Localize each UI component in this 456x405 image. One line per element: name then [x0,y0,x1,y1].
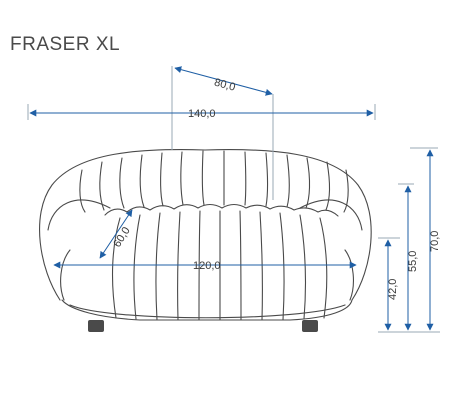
front-right-leg [302,320,318,332]
front-left-leg [88,320,104,332]
armrest-height-label: 55,0 [407,251,419,272]
armrest-height-dimension: 55,0 [398,183,419,331]
width-dimension: 140,0 [27,104,376,120]
seat-depth-dimension: 60,0 [99,209,133,259]
seat-depth-label: 60,0 [111,225,133,250]
depth-label: 80,0 [213,77,237,94]
seat-height-dimension: 42,0 [378,237,440,333]
seat-height-label: 42,0 [387,279,399,300]
width-label: 140,0 [188,108,216,120]
total-height-label: 70,0 [429,231,441,252]
seat-width-label: 120,0 [193,260,221,272]
total-height-dimension: 70,0 [410,147,441,331]
seat-width-dimension: 120,0 [53,260,357,272]
depth-dimension: 80,0 [171,66,274,200]
product-title: FRASER XL [10,34,121,55]
sofa-outline [39,149,372,321]
